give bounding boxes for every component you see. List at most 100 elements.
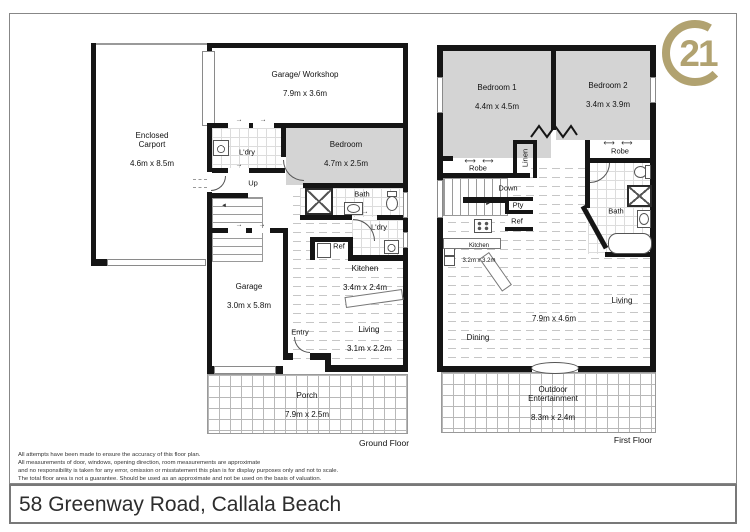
gf-door-gap [252,228,270,233]
room-name: Bedroom [329,139,363,149]
ff-bedroom1-window [437,77,443,113]
room-label-living: Living 3.1m x 2.2m [347,315,391,363]
gf-laundry-bottom-wall2 [348,255,408,261]
ground-floor-title: Ground Floor [358,438,410,448]
gf-garage-right-wall [283,228,288,360]
room-label-bath: Bath [354,189,370,199]
room-label-entry: Entry [291,327,309,337]
room-label-dining: Dining [466,333,490,343]
ff-robe1-bottom-wall [437,173,530,178]
room-dims: 3.1m x 2.2m [346,343,392,353]
gf-bedroom-left-wall [281,123,286,157]
living-area-dims: 7.9m x 4.6m [531,314,577,324]
room-name: Bedroom 2 [588,80,628,90]
room-label-garage: Garage 3.0m x 5.8m [227,272,271,320]
room-label-bedroom: Bedroom 4.7m x 2.5m [324,130,368,178]
room-name: Kitchen [351,263,379,273]
gf-ref-left-wall [310,237,315,260]
gf-opening-dash [193,179,207,180]
room-dims: 3.4m x 2.4m [342,282,388,292]
ff-robe2-left-wall [585,140,590,162]
ff-stair-window [437,180,443,218]
address-bar [9,484,737,524]
room-label-outdoor: Outdoor Entertainment 8.3m x 2.4m [528,375,578,433]
gf-door-gap [228,123,249,128]
room-dims: 3.2m x 3.2m [462,257,496,264]
ff-bath-left-wall [585,162,590,208]
gf-stair-door-gap [207,172,212,192]
room-label-bath-ff: Bath [608,206,624,216]
room-dims: 8.3m x 2.4m [530,413,575,423]
room-dims: 4.4m x 4.5m [474,101,520,111]
logo-c-ring [662,20,728,86]
sliding-door-arrow-icon: → [235,221,243,229]
gf-fridge-icon [317,243,331,258]
disclaimer-line: All attempts have been made to ensure th… [18,452,201,458]
room-name: Garage/ Workshop [271,69,339,79]
label-ref: Ref [333,241,345,251]
gf-top-wall [207,43,408,48]
ff-pty-top-wall [505,197,533,201]
room-dims: 3.0m x 5.8m [226,300,272,310]
room-name: Bedroom 1 [477,82,517,92]
ff-robe2-bottom-wall [588,158,655,163]
century21-logo-icon: 21 [662,20,728,86]
gf-carport-top-line [93,43,212,45]
stair-direction-arrow-icon: ◄ [221,203,227,209]
gf-workshop-side-window [202,51,215,126]
gf-garage-door [214,366,276,374]
first-floor-title: First Floor [613,435,653,445]
gf-left-column-wall [207,43,212,373]
gf-right-window-laundry [403,232,408,248]
ff-bathtub-icon [608,233,652,254]
ff-sliding-door-icon [531,362,579,374]
ff-outdoor-tiles [441,372,656,433]
ff-stair-wall [463,197,505,203]
room-label-kitchen-ff: Kitchen 3.2m x 3.2m [462,236,495,272]
room-label-laundry-left: L'dry [238,147,256,157]
sliding-door-arrow-icon: → [235,116,243,124]
gf-carport-left-wall [91,43,96,265]
label-down: Down [498,183,518,193]
gf-porch-tiles [207,374,408,434]
ff-pty-left-wall [505,197,509,214]
room-dims: 7.9m x 2.5m [284,409,330,419]
gf-door-gap [253,123,274,128]
gf-entry-wall-stub [283,353,293,360]
gf-toilet-tank [387,191,397,197]
label-ref: Ref [511,216,523,226]
gf-wall-jog [325,353,331,372]
ff-ref-bottom-wall [505,227,533,231]
gf-carport-bottom-wall [91,259,108,266]
room-dims: 7.9m x 3.6m [282,88,327,98]
sliding-door-arrow-icon: → [235,161,243,169]
ff-robe1-stub-wall [437,156,453,161]
ff-robe2-floor [588,140,650,158]
gf-bath-bottom-wall-right [377,215,403,220]
room-dims: 3.4m x 3.9m [585,99,631,109]
gf-ref-top-wall [310,237,352,242]
ff-bedroom-divider-wall [551,45,556,130]
ff-pty-bottom-wall [505,210,533,214]
sliding-door-arrow-icon: → [361,208,369,216]
room-label-linen: Linen [520,148,530,168]
disclaimer: All attempts have been made to ensure th… [18,451,338,484]
gf-garage-door-stub [276,366,283,374]
room-name: Enclosed Carport [135,130,169,150]
ff-robe1-floor [443,158,531,174]
gf-living-bottom-wall [325,365,408,372]
ff-toilet-tank [645,165,651,179]
room-label-robe-right: Robe [611,146,629,156]
room-label-living-ff: Living [611,296,633,306]
gf-carport-window [107,259,206,266]
room-label-porch: Porch 7.9m x 2.5m [285,381,329,429]
room-label-robe-left: Robe [469,163,487,173]
room-dims: 4.6m x 8.5m [129,159,175,169]
gf-door-gap [228,228,246,233]
gf-shower-icon [305,188,333,215]
label-up: Up [248,178,258,188]
room-label-bedroom1: Bedroom 1 4.4m x 4.5m [475,73,519,121]
room-name: Garage [235,281,263,291]
logo-number: 21 [679,33,718,74]
